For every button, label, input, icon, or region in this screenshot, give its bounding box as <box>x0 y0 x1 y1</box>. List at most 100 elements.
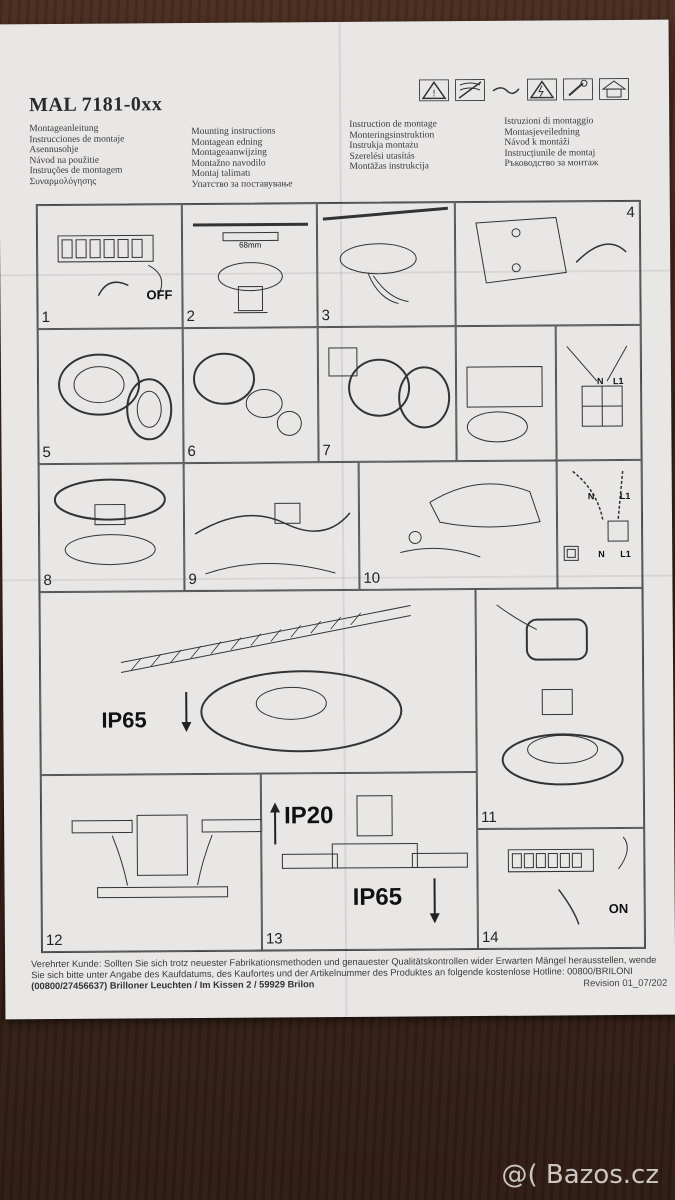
on-label: ON <box>608 900 629 917</box>
lang-item: Instrucciones de montaje <box>29 134 125 145</box>
revision-label: Revision 01_07/202 <box>583 977 668 990</box>
step-panel-2: 68mm 2 <box>181 203 318 329</box>
step-number: 1 <box>41 308 50 327</box>
step-number: 2 <box>186 307 195 326</box>
terminal-block-illustration <box>57 234 163 296</box>
model-title: MAL 7181-0xx <box>29 93 163 117</box>
frame-ring-illustration <box>58 353 173 441</box>
step-panel-11: 11 <box>475 587 645 830</box>
l1-label: L1 <box>613 375 624 387</box>
wiring-box-illustration <box>466 366 543 443</box>
step-number: 5 <box>42 443 51 462</box>
lang-item: Monteringsinstruktion <box>349 129 435 141</box>
n-label: N <box>598 549 605 560</box>
step-number: 8 <box>43 571 52 590</box>
cable-connection-illustration <box>194 502 351 575</box>
lang-item: Istruzioni di montaggio <box>504 116 594 127</box>
step-panel-1: OFF 1 <box>36 204 183 330</box>
step-number: 9 <box>188 570 197 589</box>
step-number: 6 <box>187 442 196 461</box>
step-number: 7 <box>322 442 331 460</box>
l1-label: L1 <box>619 490 631 502</box>
languages-col-2: Mounting instructions Montagean edning M… <box>191 126 292 190</box>
lang-item: Montageanleitung <box>29 123 99 135</box>
wiring-detail-panel: N L1 <box>555 324 642 461</box>
clip-cross-section-illustration <box>71 814 263 899</box>
step-panel-7: 7 <box>317 326 457 463</box>
dimension-label: 68mm <box>239 240 262 250</box>
bulb-insert-illustration <box>193 352 302 436</box>
lang-item: Mounting instructions <box>191 126 276 138</box>
lang-item: Montageaanwijzing <box>191 147 267 159</box>
step-panel-4b <box>455 325 557 462</box>
step-panel-14: ON 14 <box>477 827 645 950</box>
wiring-diagram-illustration <box>563 470 629 561</box>
lamp-socket-illustration <box>192 222 308 314</box>
lang-item: Instrukja montażu <box>349 140 419 152</box>
lang-item: Montažno navodilo <box>191 158 266 169</box>
junction-box-illustration <box>475 216 627 284</box>
lamp-assembly-illustration <box>328 347 451 429</box>
languages-col-4: Istruzioni di montaggio Montasjeveiledni… <box>504 116 598 170</box>
led-bulb-mount-illustration <box>496 604 624 786</box>
lang-item: Упатство за поставување <box>191 179 293 190</box>
step-number: 12 <box>45 931 63 950</box>
tools-icon <box>562 78 594 101</box>
lang-item: Montasjeveiledning <box>504 126 580 138</box>
ceiling-lamp-ip65-illustration <box>120 604 411 753</box>
wiring-diagram-panel: N L1 N L1 <box>556 459 643 589</box>
ip65-label-lower: IP65 <box>352 883 403 911</box>
connector-detail-illustration <box>566 345 628 427</box>
electric-warning-icon <box>526 78 558 101</box>
house-icon <box>598 77 630 101</box>
step-number: 14 <box>481 928 499 946</box>
lang-item: Návod na použitie <box>29 155 100 166</box>
lang-item: Montaj talimatı <box>191 168 251 180</box>
warning-icons: ! <box>418 77 644 106</box>
step-panel-8: 8 <box>38 463 185 593</box>
ip65-install-panel: IP65 <box>39 589 477 776</box>
step-number: 3 <box>321 307 330 325</box>
ip20-label: IP20 <box>283 802 334 830</box>
step-panel-12: 12 <box>40 773 263 953</box>
step-number: 4 <box>626 203 635 221</box>
n-label: N <box>587 491 595 502</box>
lang-item: Ръководство за монтаж <box>504 158 599 170</box>
svg-text:!: ! <box>432 89 436 99</box>
l1-label: L1 <box>620 548 631 560</box>
off-label: OFF <box>146 287 173 303</box>
lang-item: Instruction de montage <box>349 119 437 130</box>
lang-item: Szerelési utasítás <box>349 151 415 162</box>
instruction-diagram-grid: OFF 1 68mm 2 3 <box>35 199 647 954</box>
instruction-sheet: MAL 7181-0xx ! Montageanleitung Instrucc… <box>0 19 675 1020</box>
lang-item: Montāžas instrukcija <box>349 161 429 173</box>
step-panel-4: 4 <box>454 200 641 327</box>
step-panel-9: 9 <box>183 461 360 592</box>
bazos-watermark: @( Bazos.cz <box>501 1160 660 1190</box>
ip-rating-cross-section-illustration <box>270 795 468 924</box>
step-panel-6: 6 <box>182 327 319 464</box>
terminal-on-illustration <box>507 836 628 925</box>
step-number: 10 <box>363 569 381 587</box>
ip65-label-upper: IP65 <box>101 707 147 733</box>
step-panel-3: 3 <box>316 202 456 328</box>
warning-triangle-icon: ! <box>418 79 450 102</box>
lang-item: Συναρμολόγησης <box>29 176 97 188</box>
lang-item: Instruções de montagem <box>29 165 123 177</box>
ring-seal-illustration <box>53 478 166 566</box>
lang-item: Instrucțiunile de montaj <box>504 147 596 159</box>
lang-item: Asennusohje <box>29 144 79 156</box>
step-panel-10: 10 <box>358 460 558 590</box>
customer-notice: Verehrter Kunde: Sollten Sie sich trotz … <box>31 955 657 992</box>
ceiling-hole-illustration <box>322 206 448 305</box>
lang-item: Návod k montáži <box>504 137 570 149</box>
no-insulation-icon <box>454 78 486 102</box>
step-number: 11 <box>481 808 497 827</box>
languages-col-3: Instruction de montage Monteringsinstruk… <box>349 119 437 173</box>
lang-item: Montagean edning <box>191 137 263 148</box>
step-number: 13 <box>265 930 283 948</box>
step-panel-5: 5 <box>37 328 184 465</box>
step-panel-13: IP20 IP65 13 <box>260 772 479 951</box>
cable-icon <box>492 87 520 95</box>
hand-connector-illustration <box>400 483 541 558</box>
